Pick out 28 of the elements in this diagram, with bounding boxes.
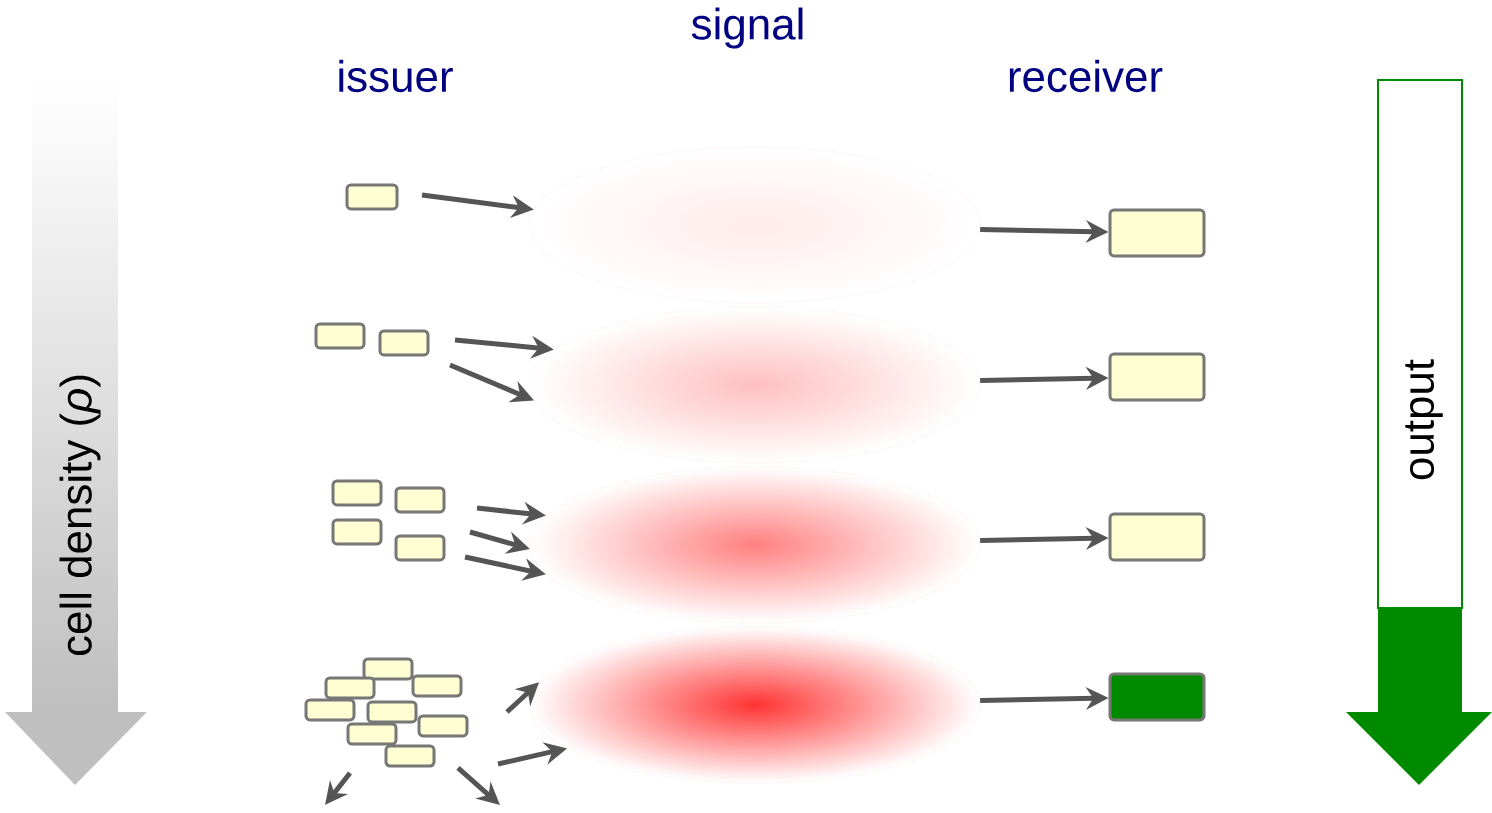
signal-cloud [529, 466, 981, 624]
receiver-cell [1108, 352, 1206, 402]
issuer-cell [346, 722, 398, 746]
issuer-cell [394, 486, 446, 514]
issuer-cell [417, 714, 469, 738]
column-heading: receiver [1009, 59, 1163, 93]
issuer-cell [331, 479, 383, 507]
receiver-cell [1108, 512, 1206, 562]
issuer-cell [324, 676, 376, 700]
issuer-cell [394, 534, 446, 562]
issuer-cell [362, 657, 414, 681]
axis-label: output [1405, 359, 1443, 480]
issuer-cell [331, 518, 383, 546]
issuer-cell [314, 322, 366, 350]
signal-cloud [529, 306, 981, 464]
column-heading: signal [691, 7, 803, 49]
receiver-cell [1108, 672, 1206, 722]
issuer-cell [411, 674, 463, 698]
receiver-cell [1108, 208, 1206, 258]
issuer-cell [384, 744, 436, 768]
issuer-cell [366, 700, 418, 724]
axis-label: cell density (ρ) [59, 375, 101, 656]
signal-cloud [529, 146, 981, 304]
issuer-cell [378, 329, 430, 357]
issuer-cell [345, 183, 399, 211]
column-heading: issuer [339, 59, 453, 93]
signal-cloud [529, 626, 981, 784]
issuer-cell [304, 698, 356, 722]
